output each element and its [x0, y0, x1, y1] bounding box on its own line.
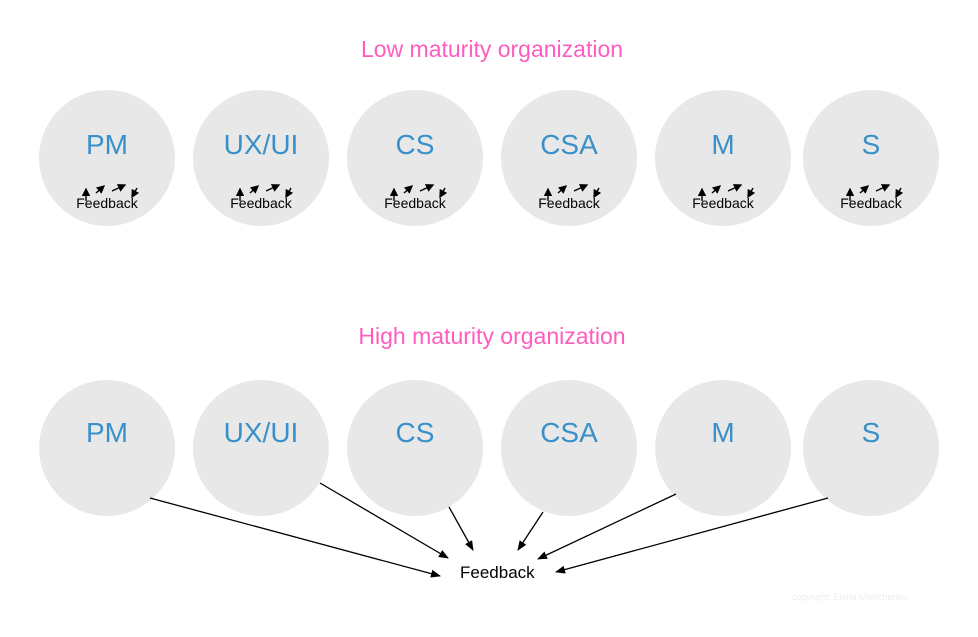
feedback-label: Feedback: [384, 195, 446, 211]
role-label: CSA: [540, 129, 598, 160]
role-circle-cs: CS Feedback: [347, 90, 483, 226]
role-circle-pm: PM: [39, 380, 175, 516]
role-label: CS: [395, 417, 435, 448]
role-label: CSA: [540, 417, 598, 448]
arrow-uxui-to-feedback: [319, 482, 449, 559]
role-circle-csa: CSA Feedback: [501, 90, 637, 226]
central-feedback-label: Feedback: [460, 563, 535, 582]
feedback-label: Feedback: [538, 195, 600, 211]
feedback-label: Feedback: [692, 195, 754, 211]
role-label: S: [861, 417, 881, 448]
arrow-cs-to-feedback: [448, 506, 474, 551]
role-label: PM: [86, 129, 128, 160]
role-label: UX/UI: [223, 417, 299, 448]
feedback-arrows-icon: [543, 184, 602, 201]
arrow-csa-to-feedback: [517, 511, 544, 551]
low-maturity-title: Low maturity organization: [360, 36, 624, 62]
feedback-label: Feedback: [230, 195, 292, 211]
feedback-arrows-icon: [235, 184, 294, 201]
role-circle-m: M: [655, 380, 791, 516]
role-circle-m: M Feedback: [655, 90, 791, 226]
role-label: M: [711, 129, 735, 160]
feedback-arrows-icon: [81, 184, 140, 201]
arrow-s-to-feedback: [555, 497, 829, 574]
mini-feedback-loop: Feedback: [803, 175, 939, 211]
mini-feedback-loop: Feedback: [655, 175, 791, 211]
feedback-label: Feedback: [840, 195, 902, 211]
role-label: UX/UI: [223, 129, 299, 160]
role-circle-ux-ui: UX/UI Feedback: [193, 90, 329, 226]
role-label: CS: [395, 129, 435, 160]
role-label: S: [861, 129, 881, 160]
arrow-pm-to-feedback: [149, 497, 441, 578]
feedback-label: Feedback: [76, 195, 138, 211]
role-label: M: [711, 417, 735, 448]
role-label: PM: [86, 417, 128, 448]
feedback-arrows-icon: [389, 184, 448, 201]
mini-feedback-loop: Feedback: [347, 175, 483, 211]
role-circle-pm: PM Feedback: [39, 90, 175, 226]
feedback-arrows-icon: [845, 184, 904, 201]
mini-feedback-loop: Feedback: [39, 175, 175, 211]
role-circle-s: S: [803, 380, 939, 516]
high-maturity-title: High maturity organization: [358, 323, 626, 349]
mini-feedback-loop: Feedback: [501, 175, 637, 211]
feedback-arrows-icon: [697, 184, 756, 201]
role-circle-s: S Feedback: [803, 90, 939, 226]
copyright-watermark: copyright: Elena Mishchenko: [792, 592, 908, 602]
arrow-m-to-feedback: [537, 493, 677, 560]
role-circle-ux-ui: UX/UI: [193, 380, 329, 516]
role-circle-csa: CSA: [501, 380, 637, 516]
mini-feedback-loop: Feedback: [193, 175, 329, 211]
role-circle-cs: CS: [347, 380, 483, 516]
